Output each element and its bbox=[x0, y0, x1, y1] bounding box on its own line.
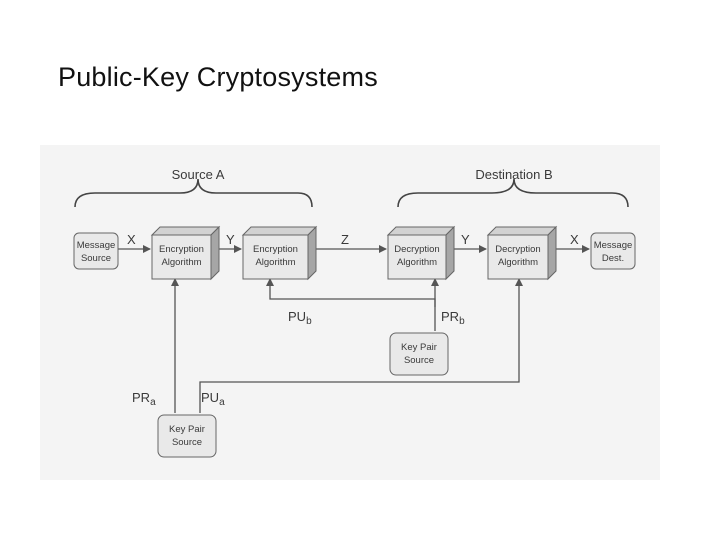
encryption-box-2-line1: Encryption bbox=[253, 244, 298, 255]
encryption-box-1-line2: Algorithm bbox=[161, 257, 201, 268]
message-destination-box: Message Dest. bbox=[590, 232, 636, 270]
label-pu-b-main: PU bbox=[288, 309, 306, 324]
key-pair-b-line1: Key Pair bbox=[401, 342, 437, 353]
key-pair-source-b-box: Key Pair Source bbox=[389, 332, 449, 376]
key-pair-a-line2: Source bbox=[172, 437, 202, 448]
decryption-box-2-line2: Algorithm bbox=[498, 257, 538, 268]
public-key-diagram: Source A Destination B Message Source En… bbox=[40, 145, 660, 480]
flow-label-y2: Y bbox=[461, 232, 470, 247]
encryption-algorithm-box-2: Encryption Algorithm bbox=[241, 225, 318, 281]
source-brace bbox=[74, 178, 313, 208]
decryption-box-1-line2: Algorithm bbox=[397, 257, 437, 268]
source-brace-label: Source A bbox=[172, 167, 225, 182]
flow-label-x1: X bbox=[127, 232, 136, 247]
label-pu-a-main: PU bbox=[201, 390, 219, 405]
message-destination-line2: Dest. bbox=[602, 253, 624, 264]
key-pair-b-line2: Source bbox=[404, 355, 434, 366]
label-pu-a-sub: a bbox=[219, 397, 225, 408]
message-source-box: Message Source bbox=[73, 232, 119, 270]
key-pair-source-a-box: Key Pair Source bbox=[157, 414, 217, 458]
label-pr-b: PRb bbox=[441, 309, 465, 327]
flow-label-y1: Y bbox=[226, 232, 235, 247]
message-destination-line1: Message bbox=[594, 240, 633, 251]
decryption-algorithm-box-2: Decryption Algorithm bbox=[486, 225, 558, 281]
decryption-box-2-line1: Decryption bbox=[495, 244, 540, 255]
slide-title: Public-Key Cryptosystems bbox=[58, 62, 378, 92]
flow-label-x2: X bbox=[570, 232, 579, 247]
encryption-algorithm-box-1: Encryption Algorithm bbox=[150, 225, 221, 281]
destination-brace-label: Destination B bbox=[475, 167, 552, 182]
label-pu-b: PUb bbox=[288, 309, 312, 327]
encryption-box-2-line2: Algorithm bbox=[255, 257, 295, 268]
label-pr-a-sub: a bbox=[150, 397, 156, 408]
label-pr-a-main: PR bbox=[132, 390, 150, 405]
label-pu-b-sub: b bbox=[306, 316, 312, 327]
label-pu-a: PUa bbox=[201, 390, 225, 408]
diagram-background bbox=[40, 145, 660, 480]
encryption-box-1-line1: Encryption bbox=[159, 244, 204, 255]
label-pr-b-sub: b bbox=[459, 316, 465, 327]
destination-brace bbox=[397, 178, 629, 208]
key-pair-a-line1: Key Pair bbox=[169, 424, 205, 435]
label-pr-b-main: PR bbox=[441, 309, 459, 324]
decryption-box-1-line1: Decryption bbox=[394, 244, 439, 255]
decryption-algorithm-box-1: Decryption Algorithm bbox=[386, 225, 456, 281]
message-source-line2: Source bbox=[81, 253, 111, 264]
message-source-line1: Message bbox=[77, 240, 116, 251]
label-pr-a: PRa bbox=[132, 390, 156, 408]
pu-a-arrow bbox=[199, 278, 523, 413]
flow-label-z: Z bbox=[341, 232, 349, 247]
